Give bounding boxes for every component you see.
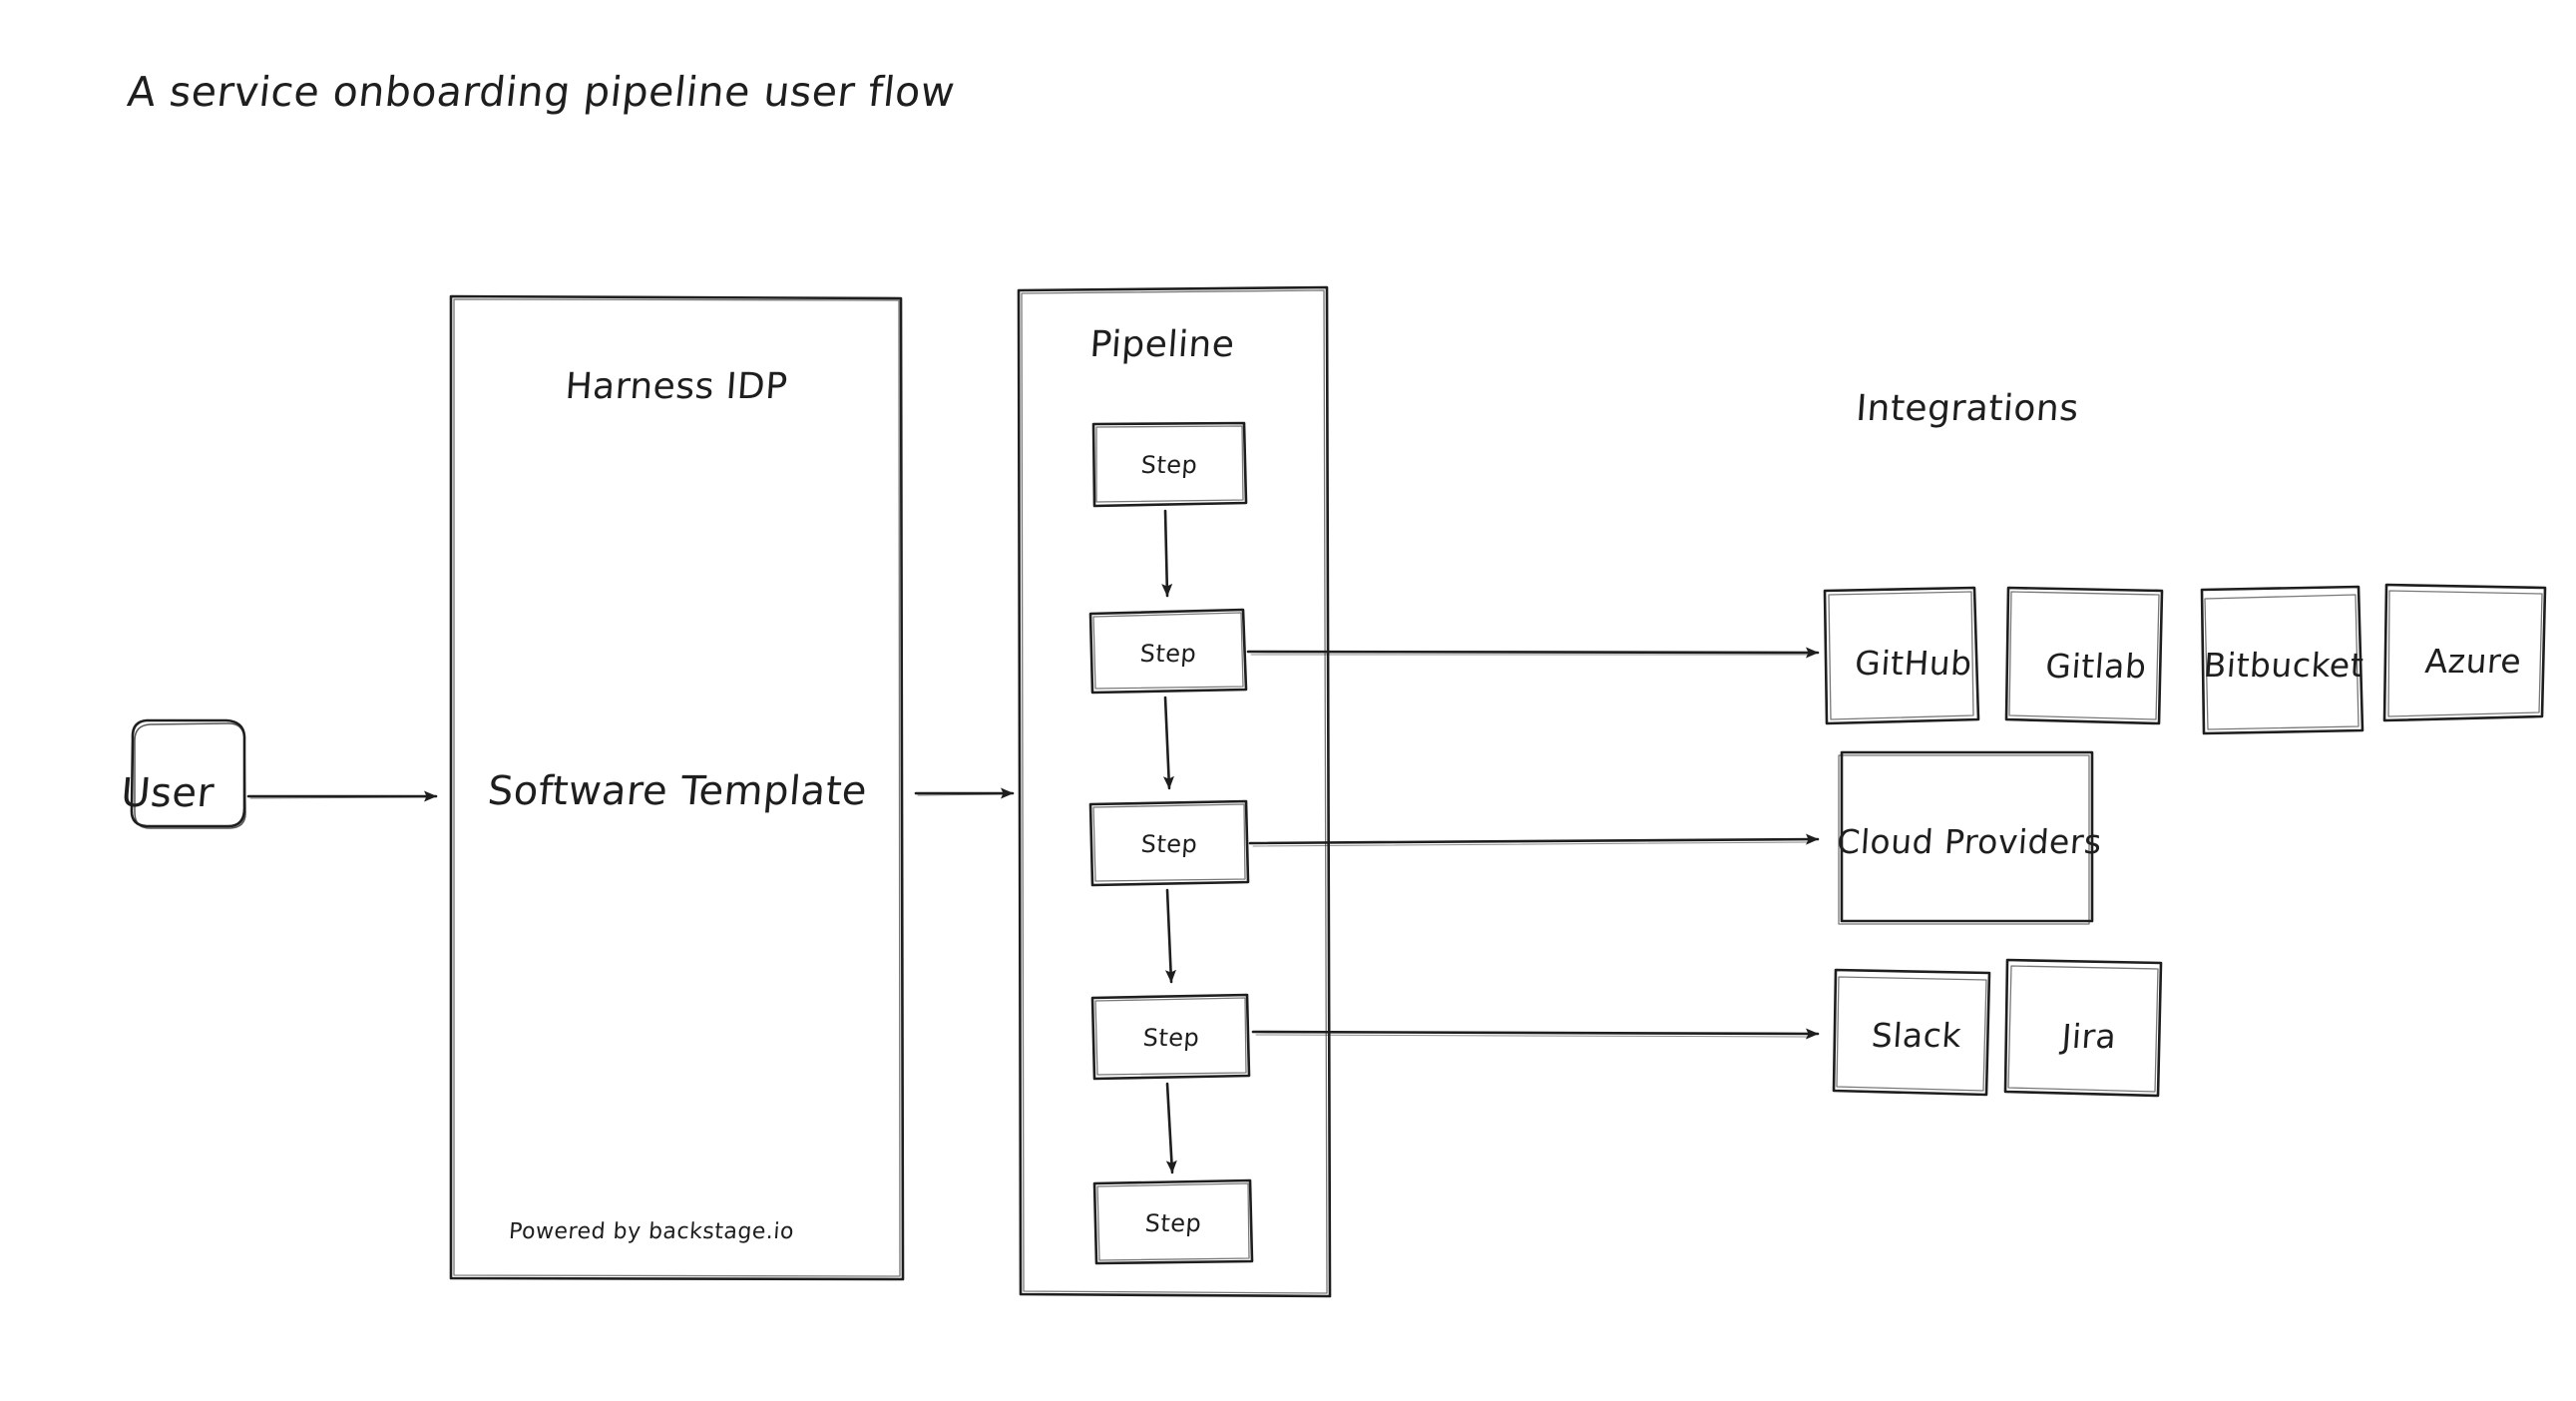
edge-step4-to-slack: [1251, 1028, 1820, 1040]
step-label-3: Step: [1139, 830, 1199, 858]
node-label-user: User: [119, 770, 216, 816]
node-title-harness-idp: Harness IDP: [564, 366, 789, 407]
node-pipeline-step-1[interactable]: [1091, 421, 1248, 508]
node-pipeline[interactable]: [1017, 285, 1332, 1298]
edge-user-to-harness: [246, 790, 438, 802]
node-integration-gitlab[interactable]: [2004, 586, 2164, 725]
step-label-1: Step: [1139, 451, 1199, 479]
integration-label-slack: Slack: [1870, 1016, 1963, 1055]
node-pipeline-step-2[interactable]: [1088, 608, 1248, 695]
node-integration-bitbucket[interactable]: [2200, 585, 2364, 735]
edge-step2-to-github: [1246, 647, 1820, 659]
edge-step2-step3: [1162, 696, 1174, 790]
integration-label-cloud-providers: Cloud Providers: [1835, 822, 2104, 861]
step-label-2: Step: [1138, 640, 1198, 668]
node-integration-jira[interactable]: [2003, 958, 2163, 1098]
edge-step3-step4: [1164, 888, 1176, 984]
page-title: A service onboarding pipeline user flow: [125, 68, 958, 116]
node-pipeline-step-4[interactable]: [1090, 993, 1251, 1081]
node-body-harness-idp: Software Template: [485, 768, 870, 814]
section-title-integrations: Integrations: [1855, 388, 2080, 429]
node-harness-idp[interactable]: [449, 294, 905, 1281]
node-integration-github[interactable]: [1823, 586, 1980, 725]
node-integration-azure[interactable]: [2382, 583, 2547, 722]
node-footer-harness-idp: Powered by backstage.io: [508, 1219, 795, 1244]
node-integration-cloud-providers[interactable]: [1838, 750, 2094, 925]
integration-label-jira: Jira: [2060, 1017, 2118, 1056]
edge-step1-step2: [1161, 509, 1173, 598]
integration-label-github: GitHub: [1853, 644, 1974, 683]
edge-step4-step5: [1165, 1082, 1177, 1174]
step-label-5: Step: [1143, 1209, 1203, 1237]
integration-label-gitlab: Gitlab: [2044, 647, 2148, 686]
node-integration-slack[interactable]: [1832, 968, 1991, 1097]
step-label-4: Step: [1141, 1024, 1201, 1052]
integration-label-bitbucket: Bitbucket: [2202, 646, 2365, 685]
edge-harness-to-pipeline: [914, 787, 1015, 799]
integration-label-azure: Azure: [2423, 642, 2523, 681]
node-title-pipeline: Pipeline: [1088, 324, 1236, 365]
node-pipeline-step-3[interactable]: [1088, 799, 1250, 887]
node-user[interactable]: [130, 718, 246, 829]
edge-step3-to-cloud: [1248, 833, 1820, 847]
node-pipeline-step-5[interactable]: [1092, 1178, 1254, 1265]
